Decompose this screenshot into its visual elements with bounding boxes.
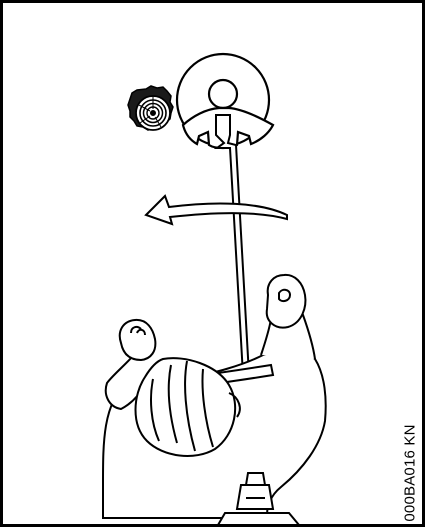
brush-cutter-illustration <box>102 52 327 524</box>
rotation-arrow-icon <box>144 194 288 226</box>
drive-shaft <box>213 114 251 376</box>
operator-icon <box>102 273 327 519</box>
brush-cutter-icon <box>217 472 300 524</box>
figure-code: 000BA016 KN <box>401 424 419 522</box>
stump-icon <box>127 85 174 131</box>
